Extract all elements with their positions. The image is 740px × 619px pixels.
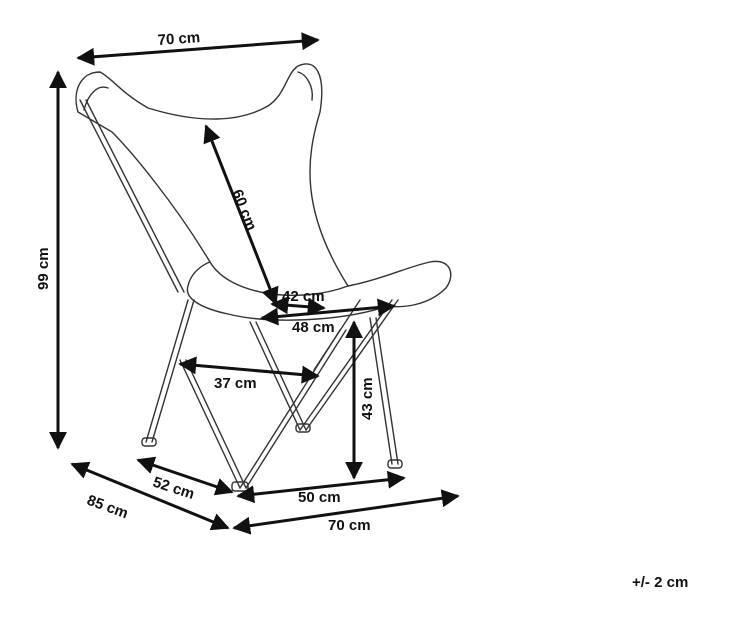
chair-sling xyxy=(75,63,452,321)
dim-arrow-frame-span xyxy=(178,356,320,384)
frame-left-leg-2 xyxy=(151,299,195,443)
label-height: 99 cm xyxy=(35,247,52,290)
label-seat-height: 43 cm xyxy=(359,377,376,420)
frame-right-leg xyxy=(369,317,393,465)
label-seat-outer: 48 cm xyxy=(292,319,335,336)
label-seat-inner: 42 cm xyxy=(282,288,325,305)
frame-cross-b2 xyxy=(255,321,307,431)
label-backrest: 60 cm xyxy=(228,187,260,233)
butterfly-chair-drawing xyxy=(75,63,452,492)
dim-arrow-total-depth xyxy=(70,461,230,531)
frame-left-leg xyxy=(145,299,189,443)
frame-left-rear xyxy=(79,99,179,293)
label-front-width: 50 cm xyxy=(298,489,341,506)
sling-seat-crease xyxy=(209,261,349,296)
sling-fold-right xyxy=(297,71,313,101)
dim-arrow-seat-outer xyxy=(260,298,396,326)
foot-center xyxy=(295,423,311,433)
frame-center-diag-2 xyxy=(245,329,347,489)
label-total-depth: 85 cm xyxy=(85,492,131,523)
dim-arrow-top-width xyxy=(76,32,320,66)
label-frame-span: 37 cm xyxy=(214,375,257,392)
tolerance-note: +/- 2 cm xyxy=(632,574,689,591)
sling-fold-left xyxy=(83,86,109,111)
label-top-width: 70 cm xyxy=(157,29,201,49)
foot-right xyxy=(387,459,403,469)
frame-right-leg-2 xyxy=(375,317,399,465)
frame-left-rear-2 xyxy=(85,99,185,293)
label-total-width: 70 cm xyxy=(328,517,371,534)
dim-arrow-total-width xyxy=(232,489,460,535)
foot-left xyxy=(141,437,157,447)
dim-arrow-backrest xyxy=(203,124,279,306)
